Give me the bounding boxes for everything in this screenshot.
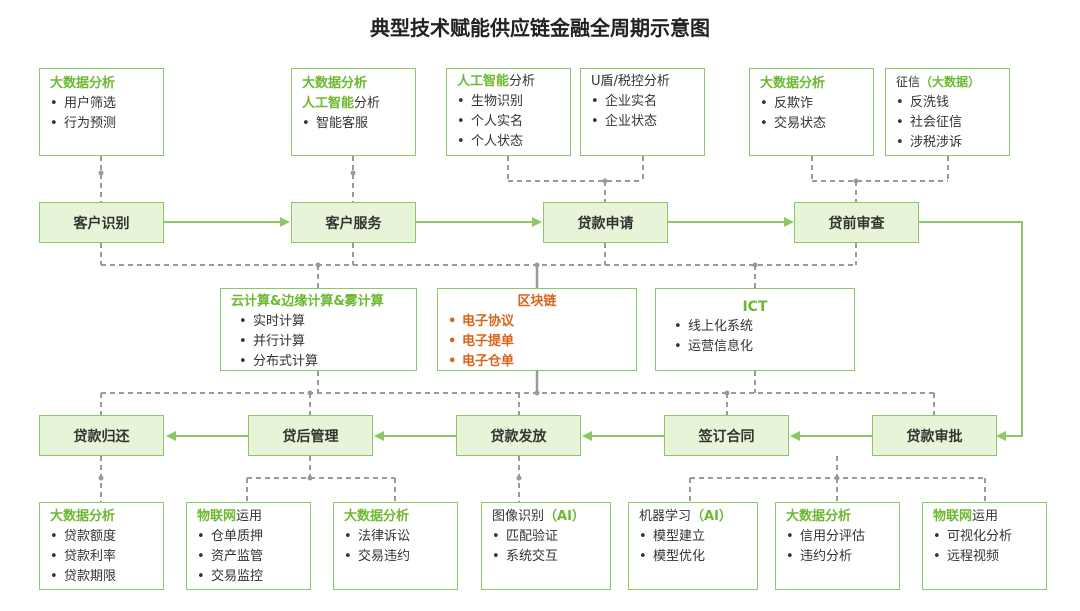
box-heading: 云计算&边缘计算&雾计算 xyxy=(231,294,384,309)
stage-loan-repayment: 贷款归还 xyxy=(39,415,164,456)
bottom-box-loan-terms: 大数据分析 贷款额度 贷款利率 贷款期限 xyxy=(39,502,164,590)
heading-highlight: 人工智能 xyxy=(457,74,510,89)
list-item: 线上化系统 xyxy=(674,317,844,337)
list-item: 企业实名 xyxy=(591,92,694,112)
bottom-box-legal-analysis: 大数据分析 法律诉讼 交易违约 xyxy=(333,502,458,590)
list-item: 违约分析 xyxy=(786,547,889,567)
box-heading: 区块链 xyxy=(517,294,557,309)
list-item: 个人实名 xyxy=(457,112,560,132)
box-heading: 大数据分析 xyxy=(302,76,368,91)
top-box-ai-analysis: 人工智能分析 生物识别 个人实名 个人状态 xyxy=(446,68,571,156)
stage-loan-application: 贷款申请 xyxy=(543,202,668,243)
bottom-box-iot-visual: 物联网运用 可视化分析 远程视频 xyxy=(922,502,1047,590)
list-item: 匹配验证 xyxy=(492,527,600,547)
list-item: 电子提单 xyxy=(448,332,626,352)
tech-box-ict: ICT 线上化系统 运营信息化 xyxy=(655,288,855,371)
box-heading: 大数据分析 xyxy=(50,509,116,524)
page-title: 典型技术赋能供应链金融全周期示意图 xyxy=(370,16,710,40)
list-item: 并行计算 xyxy=(239,332,406,352)
heading-text: 分析 xyxy=(354,96,381,111)
list-item: 资产监管 xyxy=(197,547,300,567)
list-item: 生物识别 xyxy=(457,92,560,112)
heading-text: 分析 xyxy=(509,74,536,89)
heading-highlight: 物联网 xyxy=(933,509,973,524)
box-heading: ICT xyxy=(742,299,768,315)
box-heading: 征信（大数据） xyxy=(896,72,999,93)
box-heading: 大数据分析 xyxy=(760,76,826,91)
top-box-customer-service: 大数据分析 人工智能分析 智能客服 xyxy=(291,68,416,156)
stage-loan-approval: 贷款审批 xyxy=(872,415,997,456)
list-item: 行为预测 xyxy=(50,114,153,134)
box-heading: 图像识别（AI） xyxy=(492,507,600,527)
heading-highlight: 物联网 xyxy=(197,509,237,524)
list-item: 电子仓单 xyxy=(448,352,626,372)
box-heading: 物联网运用 xyxy=(933,507,1036,527)
list-item: 反洗钱 xyxy=(896,93,999,113)
list-item: 实时计算 xyxy=(239,312,406,332)
list-item: 贷款额度 xyxy=(50,527,153,547)
bottom-box-image-recognition: 图像识别（AI） 匹配验证 系统交互 xyxy=(481,502,611,590)
top-box-ukey-tax: U盾/税控分析 企业实名 企业状态 xyxy=(580,68,705,156)
list-item: 模型建立 xyxy=(639,527,747,547)
heading-highlight: （大数据） xyxy=(920,75,981,89)
list-item: 远程视频 xyxy=(933,547,1036,567)
bottom-box-credit-analysis: 大数据分析 信用分评估 违约分析 xyxy=(775,502,900,590)
tech-box-blockchain: 区块链 电子协议 电子提单 电子仓单 xyxy=(437,288,637,372)
box-heading: 机器学习（AI） xyxy=(639,507,747,527)
top-box-customer-id: 大数据分析 用户筛选 行为预测 xyxy=(39,68,164,156)
list-item: 信用分评估 xyxy=(786,527,889,547)
list-item: 贷款期限 xyxy=(50,567,153,587)
list-item: 涉税涉诉 xyxy=(896,133,999,153)
stage-contract-signing: 签订合同 xyxy=(664,415,789,456)
list-item: 交易违约 xyxy=(344,547,447,567)
list-item: 运营信息化 xyxy=(674,337,844,357)
list-item: 交易状态 xyxy=(760,114,863,134)
list-item: 系统交互 xyxy=(492,547,600,567)
heading-text: 运用 xyxy=(236,509,263,524)
list-item: 智能客服 xyxy=(302,114,405,134)
box-heading: 大数据分析 xyxy=(786,509,852,524)
list-item: 模型优化 xyxy=(639,547,747,567)
box-heading: 大数据分析 xyxy=(50,76,116,91)
heading-highlight: 人工智能 xyxy=(302,96,355,111)
tech-box-cloud-computing: 云计算&边缘计算&雾计算 实时计算 并行计算 分布式计算 xyxy=(220,288,417,372)
bottom-box-iot-monitoring: 物联网运用 仓单质押 资产监管 交易监控 xyxy=(186,502,311,590)
box-heading: 人工智能分析 xyxy=(457,72,560,92)
stage-customer-identification: 客户识别 xyxy=(39,202,164,243)
box-heading: 大数据分析 xyxy=(344,509,410,524)
heading-text: 征信 xyxy=(896,75,921,89)
list-item: 社会征信 xyxy=(896,113,999,133)
list-item: 电子协议 xyxy=(448,312,626,332)
box-heading: 人工智能分析 xyxy=(302,94,405,114)
stage-loan-disbursement: 贷款发放 xyxy=(456,415,581,456)
heading-text: 运用 xyxy=(972,509,999,524)
list-item: 交易监控 xyxy=(197,567,300,587)
box-heading: U盾/税控分析 xyxy=(591,74,670,89)
list-item: 反欺诈 xyxy=(760,94,863,114)
bottom-box-machine-learning: 机器学习（AI） 模型建立 模型优化 xyxy=(628,502,758,590)
list-item: 用户筛选 xyxy=(50,94,153,114)
list-item: 贷款利率 xyxy=(50,547,153,567)
list-item: 个人状态 xyxy=(457,132,560,152)
top-box-credit: 征信（大数据） 反洗钱 社会征信 涉税涉诉 xyxy=(885,68,1010,156)
heading-text: 图像识别 xyxy=(492,509,545,524)
stage-customer-service: 客户服务 xyxy=(291,202,416,243)
list-item: 分布式计算 xyxy=(239,352,406,372)
box-heading: 物联网运用 xyxy=(197,507,300,527)
list-item: 法律诉讼 xyxy=(344,527,447,547)
stage-post-loan-management: 贷后管理 xyxy=(248,415,373,456)
top-box-fraud-analysis: 大数据分析 反欺诈 交易状态 xyxy=(749,68,874,156)
list-item: 可视化分析 xyxy=(933,527,1036,547)
heading-text: 机器学习 xyxy=(639,509,692,524)
heading-highlight: （AI） xyxy=(544,509,585,524)
list-item: 企业状态 xyxy=(591,112,694,132)
stage-pre-loan-review: 贷前审查 xyxy=(794,202,919,243)
heading-highlight: （AI） xyxy=(691,509,732,524)
list-item: 仓单质押 xyxy=(197,527,300,547)
